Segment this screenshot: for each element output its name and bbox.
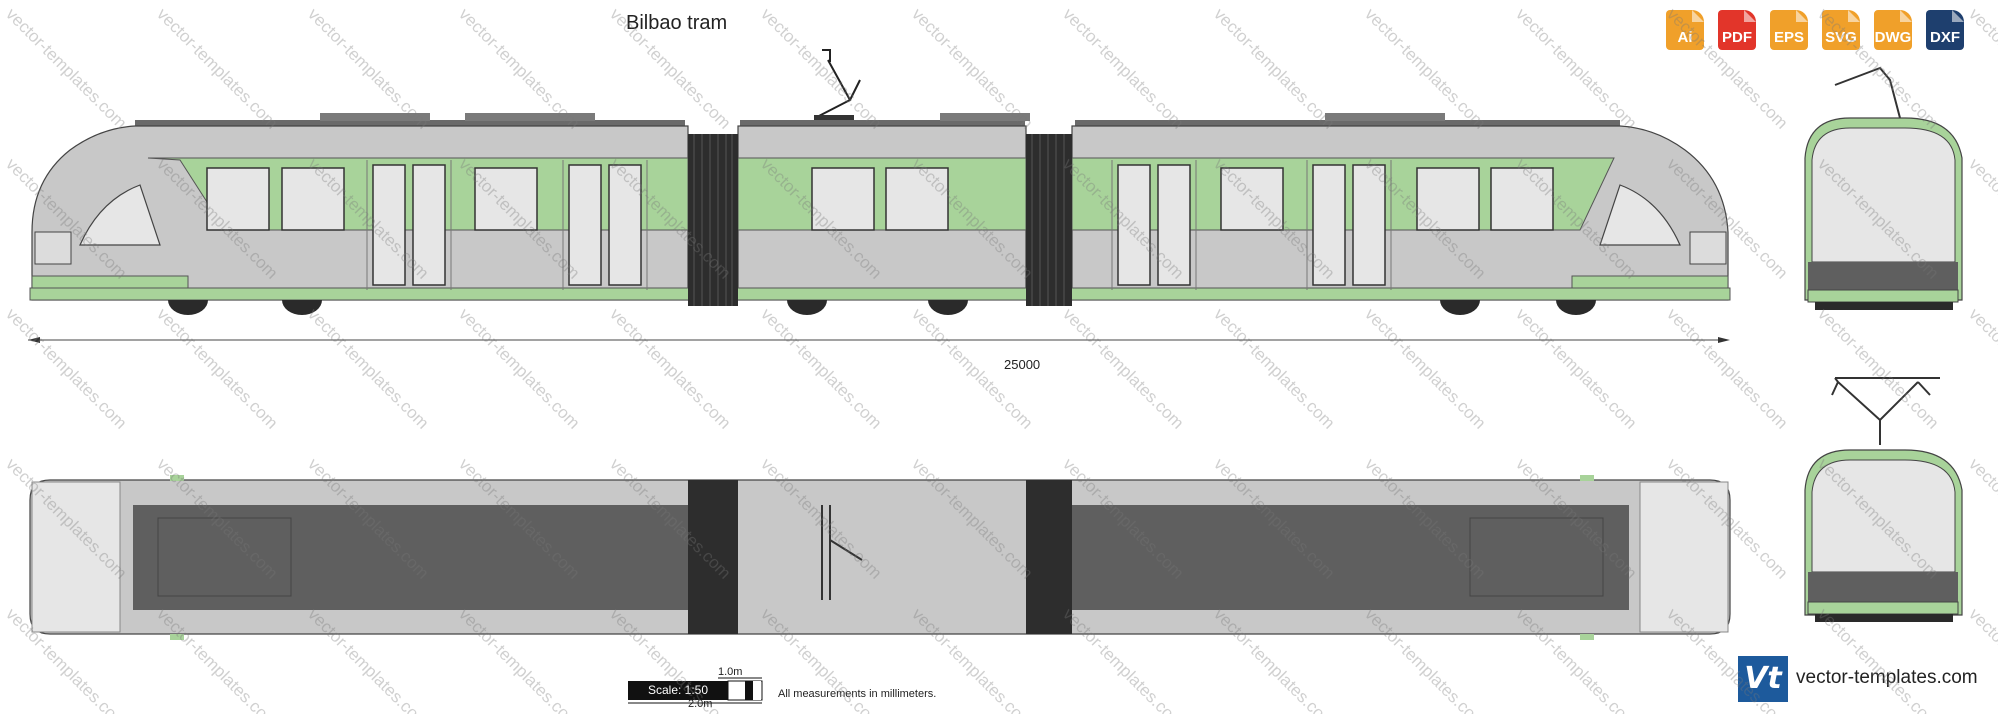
pdf-format-icon[interactable]: PDF xyxy=(1712,6,1762,50)
measurements-note: All measurements in millimeters. xyxy=(778,688,937,700)
eps-format-corner xyxy=(1796,10,1808,22)
dxf-format-label: DXF xyxy=(1930,29,1960,46)
top-view xyxy=(29,475,1731,640)
scale-one-meter-label: 1.0m xyxy=(718,666,743,678)
ai-format-corner xyxy=(1692,10,1704,22)
page-title: Bilbao tram xyxy=(626,12,728,34)
side-view xyxy=(28,49,1731,343)
scale-label: Scale: 1:50 xyxy=(628,681,728,700)
scale-two-meter-label: 2.0m xyxy=(688,698,713,710)
svg-format-label: SVG xyxy=(1825,29,1857,46)
brand-logo-icon: Vt xyxy=(1738,656,1788,702)
pdf-format-label: PDF xyxy=(1722,29,1752,46)
ai-format-icon[interactable]: Ai xyxy=(1660,6,1710,50)
dxf-format-corner xyxy=(1952,10,1964,22)
brand-link[interactable]: Vt vector-templates.com xyxy=(1738,654,1988,706)
brand-name: vector-templates.com xyxy=(1796,667,1978,688)
front-view xyxy=(1804,66,1963,310)
svg-format-icon[interactable]: SVG xyxy=(1816,6,1866,50)
dwg-format-icon[interactable]: DWG xyxy=(1868,6,1918,50)
ai-format-label: Ai xyxy=(1677,29,1693,46)
eps-format-label: EPS xyxy=(1773,29,1804,46)
dwg-format-label: DWG xyxy=(1874,29,1912,46)
dxf-format-icon[interactable]: DXF xyxy=(1920,6,1970,50)
eps-format-icon[interactable]: EPS xyxy=(1764,6,1814,50)
dwg-format-corner xyxy=(1900,10,1912,22)
svg-format-corner xyxy=(1848,10,1860,22)
pdf-format-corner xyxy=(1744,10,1756,22)
scale-bar xyxy=(628,677,763,704)
length-dimension-label: 25000 xyxy=(1004,357,1041,372)
rear-view xyxy=(1804,377,1963,622)
